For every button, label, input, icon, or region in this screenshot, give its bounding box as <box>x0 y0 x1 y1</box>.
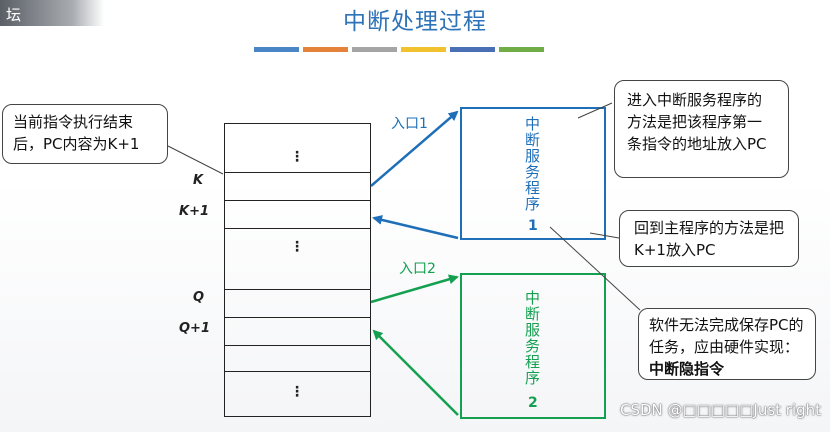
label-k-plus-1: K+1 <box>179 204 210 219</box>
memory-block-middle <box>224 228 371 290</box>
memory-row-q <box>224 289 371 318</box>
corner-char: 坛 <box>6 6 22 24</box>
memory-row-q1 <box>224 317 371 346</box>
title-bar-4 <box>401 47 446 52</box>
csdn-watermark: CSDN @□□□□□Just right <box>620 401 822 419</box>
ellipsis-bottom: ⋮ <box>290 384 304 400</box>
callout-return-method: 回到主程序的方法是把K+1放入PC <box>619 210 799 267</box>
ellipsis-top: ⋮ <box>290 149 304 165</box>
slide-title: 中断处理过程 <box>343 9 487 35</box>
callout-current-instruction: 当前指令执行结束后，PC内容为K+1 <box>2 104 168 164</box>
title-bar-2 <box>303 47 348 52</box>
title-bar-1 <box>254 47 299 52</box>
memory-row-after-q1 <box>224 345 371 372</box>
pointer-current-instr <box>167 145 224 175</box>
isr-1-label: 中断服务程序 <box>523 116 541 212</box>
callout-software-cannot-bold: 中断隐指令 <box>649 360 725 378</box>
callout-enter-method: 进入中断服务程序的方法是把该程序第一条指令的地址放入PC <box>614 80 789 178</box>
entry-2-label: 入口2 <box>399 261 436 277</box>
isr-2-box <box>460 273 606 419</box>
entry-1-label: 入口1 <box>391 116 428 132</box>
callout-enter-method-text: 进入中断服务程序的方法是把该程序第一条指令的地址放入PC <box>627 91 767 153</box>
title-bar-3 <box>352 47 397 52</box>
memory-block-bottom <box>224 371 371 417</box>
callout-current-instruction-text: 当前指令执行结束后，PC内容为K+1 <box>13 113 140 153</box>
title-bar-5 <box>450 47 495 52</box>
isr-1-box <box>460 107 606 240</box>
memory-row-k1 <box>224 200 371 229</box>
callout-software-cannot-text: 软件无法完成保存PC的任务，应由硬件实现： <box>649 316 804 356</box>
memory-row-k <box>224 172 371 201</box>
ellipsis-middle: ⋮ <box>290 239 304 255</box>
window-corner-bar: 坛 <box>0 0 104 26</box>
title-bar-6 <box>499 47 544 52</box>
memory-block-top <box>224 123 371 173</box>
callout-return-method-text: 回到主程序的方法是把K+1放入PC <box>634 219 785 259</box>
isr-2-label: 中断服务程序 <box>523 290 541 386</box>
isr-2-number: 2 <box>528 395 538 411</box>
callout-software-cannot: 软件无法完成保存PC的任务，应由硬件实现： 中断隐指令 <box>638 308 816 380</box>
label-q: Q <box>193 290 205 305</box>
isr-1-number: 1 <box>528 218 538 234</box>
label-q-plus-1: Q+1 <box>179 321 210 336</box>
label-k: K <box>193 173 204 188</box>
